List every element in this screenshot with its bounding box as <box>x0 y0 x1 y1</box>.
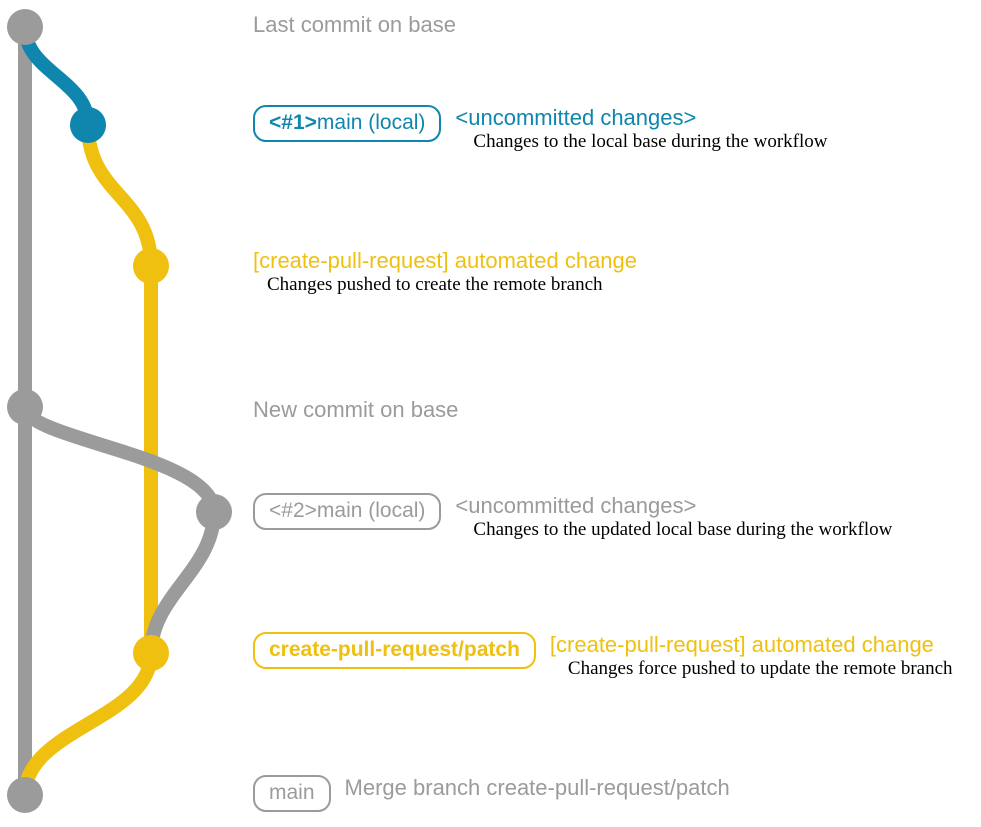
commit-node-patch-2[interactable] <box>133 635 169 671</box>
commit-entry-5: main Merge branch create-pull-request/pa… <box>253 775 730 812</box>
commit-node-local-1[interactable] <box>70 107 106 143</box>
commit-subline-3: Changes to the updated local base during… <box>473 519 893 540</box>
commit-subline-1: Changes to the local base during the wor… <box>473 131 828 152</box>
commit-headline-1: <uncommitted changes> <box>455 105 697 130</box>
commit-headline-3: <uncommitted changes> <box>455 493 697 518</box>
branch-pill-name-4: main <box>269 781 315 804</box>
annotation-new-commit-on-base: New commit on base <box>253 397 458 423</box>
commit-text-block-1: <uncommitted changes> Changes to the loc… <box>455 105 827 153</box>
commit-entry-1: <#1> main (local) <uncommitted changes> … <box>253 105 827 153</box>
annotation-last-commit-label: Last commit on base <box>253 12 456 37</box>
commit-node-base-top[interactable] <box>7 9 43 45</box>
merge-line <box>18 646 158 802</box>
annotation-last-commit-on-base: Last commit on base <box>253 12 456 38</box>
branch-pill-main-local-1[interactable]: <#1> main (local) <box>253 105 442 142</box>
commit-node-base-new[interactable] <box>7 389 43 425</box>
commit-headline-2: [create-pull-request] automated change <box>253 248 638 273</box>
updated-local-branch-line <box>18 400 222 660</box>
branch-pill-name-2: main (local) <box>316 499 426 522</box>
annotation-new-commit-label: New commit on base <box>253 397 459 422</box>
branch-pill-number-1: <#1> <box>269 111 317 134</box>
commit-subline-4: Changes force pushed to update the remot… <box>567 658 953 679</box>
commit-text-block-2: [create-pull-request] automated change C… <box>253 248 637 296</box>
branch-pill-name-3: create-pull-request/patch <box>269 638 520 661</box>
branch-pill-create-pull-request-patch[interactable]: create-pull-request/patch <box>253 632 536 669</box>
commit-node-base-merge[interactable] <box>7 777 43 813</box>
commit-entry-3: <#2> main (local) <uncommitted changes> … <box>253 493 892 541</box>
commit-headline-5: Merge branch create-pull-request/patch <box>344 775 730 800</box>
branch-pill-main-local-2[interactable]: <#2> main (local) <box>253 493 442 530</box>
commit-entry-4: create-pull-request/patch [create-pull-r… <box>253 632 953 680</box>
commit-node-patch-1[interactable] <box>133 248 169 284</box>
commit-node-local-2[interactable] <box>196 494 232 530</box>
branch-pill-name-1: main (local) <box>316 111 426 134</box>
commit-headline-4: [create-pull-request] automated change <box>549 632 934 657</box>
branch-graph <box>7 9 232 813</box>
patch-branch-line <box>81 118 158 660</box>
commit-text-block-4: [create-pull-request] automated change C… <box>550 632 953 680</box>
commit-entry-2: [create-pull-request] automated change C… <box>253 248 637 296</box>
branch-pill-main[interactable]: main <box>253 775 331 812</box>
commit-text-block-5: Merge branch create-pull-request/patch <box>345 775 730 801</box>
commit-subline-2: Changes pushed to create the remote bran… <box>267 274 603 295</box>
commit-text-block-3: <uncommitted changes> Changes to the upd… <box>455 493 892 541</box>
branch-pill-number-2: <#2> <box>269 499 317 522</box>
